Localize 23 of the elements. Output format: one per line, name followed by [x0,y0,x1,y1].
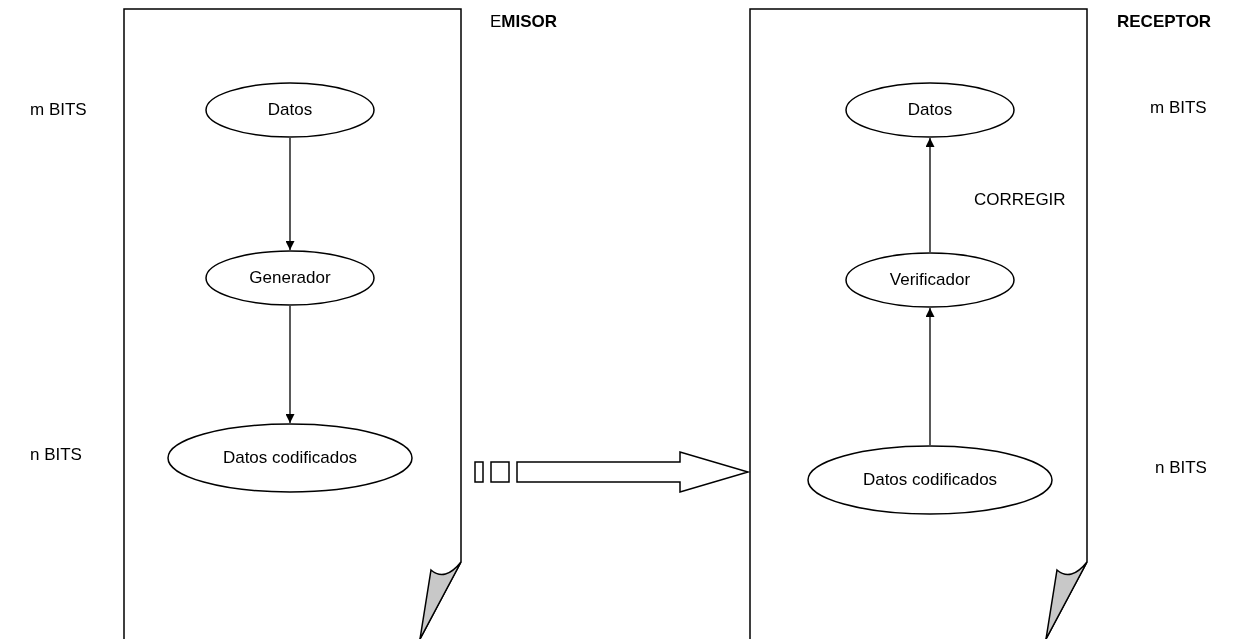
page-heading: RECEPTOR [1117,12,1212,32]
node-label: Datos codificados [222,448,358,468]
block-arrow [474,451,751,493]
bit-count-label: n BITS [1155,458,1207,478]
ellipse-node [845,252,1015,308]
node-label: Datos [907,100,953,120]
ellipse-node [205,82,375,138]
arrow [285,137,295,251]
bit-count-label: m BITS [30,100,87,120]
ellipse-node [167,423,413,493]
arrow [285,305,295,424]
arrow [925,307,935,446]
bit-count-label: m BITS [1150,98,1207,118]
node-label: Verificador [889,270,971,290]
bit-count-label: n BITS [30,445,82,465]
ellipse-node [205,250,375,306]
arrow [925,137,935,253]
ellipse-node [807,445,1053,515]
node-label: Datos codificados [862,470,998,490]
ellipse-node [845,82,1015,138]
node-label: Datos [267,100,313,120]
page-heading: EMISOR [490,12,558,32]
node-label: Generador [249,268,331,288]
